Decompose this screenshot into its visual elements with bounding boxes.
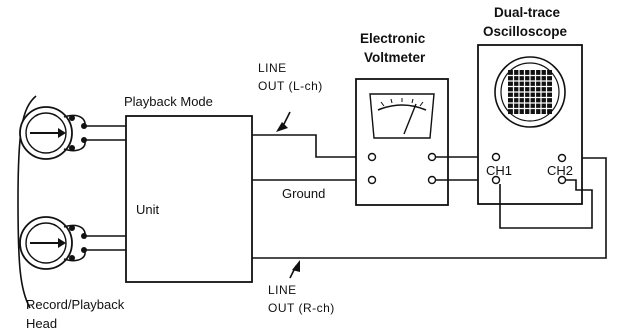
arrow-r-ch-icon — [289, 260, 300, 279]
head-label-1: Record/Playback — [26, 297, 125, 312]
wire-line-out-r — [252, 157, 607, 259]
ch2-label: CH2 — [547, 163, 573, 178]
meter-face-icon — [369, 93, 435, 139]
upper-head-icon — [19, 106, 87, 160]
scope-ch2-terminal — [557, 153, 567, 163]
unit-label: Unit — [136, 202, 160, 217]
head-label-2: Head — [26, 316, 57, 331]
voltmeter-out-terminal-2 — [427, 175, 437, 185]
scope-ch2-ground-terminal — [557, 175, 567, 185]
head-bracket — [17, 95, 37, 309]
ground-label: Ground — [282, 186, 325, 201]
voltmeter-out-terminal-1 — [427, 152, 437, 162]
scope-ch1-terminal — [491, 152, 501, 162]
arrow-l-ch-icon — [276, 111, 291, 132]
wire-line-out-l — [252, 134, 372, 158]
scope-title-2: Oscilloscope — [483, 24, 568, 39]
line-out-r-label-1: LINE — [268, 283, 297, 297]
voltmeter-ground-terminal — [367, 175, 377, 185]
unit-box — [125, 115, 253, 283]
voltmeter-title-1: Electronic — [360, 31, 426, 46]
wire-ch2-ground-loop — [499, 179, 593, 229]
playback-mode-label: Playback Mode — [124, 94, 213, 109]
line-out-l-label-1: LINE — [258, 61, 287, 75]
scope-screen-icon — [494, 56, 566, 128]
lower-head-icon — [19, 216, 87, 270]
scope-title-1: Dual-trace — [494, 5, 561, 20]
voltmeter-title-2: Voltmeter — [364, 50, 426, 65]
scope-ch1-ground-terminal — [491, 175, 501, 185]
ch1-label: CH1 — [486, 163, 512, 178]
voltmeter-input-terminal — [367, 152, 377, 162]
line-out-l-label-2: OUT (L-ch) — [258, 79, 323, 93]
line-out-r-label-2: OUT (R-ch) — [268, 301, 335, 315]
